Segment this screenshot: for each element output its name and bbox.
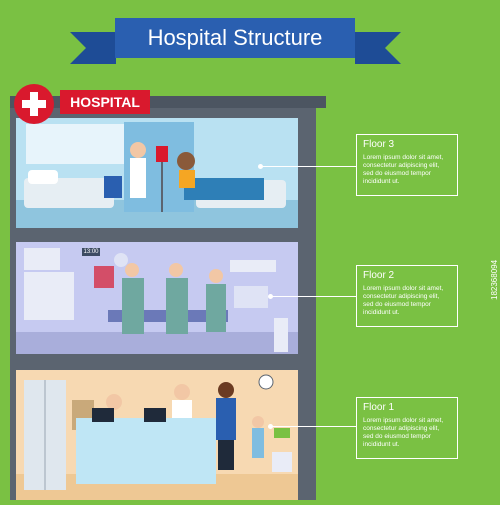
floor-1-info-box: Floor 1 Lorem ipsum dolor sit amet,conse… (356, 397, 458, 459)
page-title: Hospital Structure (147, 25, 323, 50)
floor-2-pointer-dot (268, 294, 273, 299)
nurse-body (130, 158, 146, 198)
floor-3-room (16, 118, 298, 228)
blood-bag (94, 266, 114, 288)
ward-scene (16, 122, 298, 228)
floor-2-room: 13:00 (16, 242, 298, 354)
banner-tail-left (70, 32, 116, 64)
wall-shelf (230, 260, 276, 272)
floor-1-title: Floor 1 (363, 402, 395, 413)
surgeon-body (166, 278, 188, 334)
iv-stand (161, 162, 163, 212)
surgeon-body (122, 278, 144, 334)
cabinet (24, 248, 60, 270)
banner-tail-right (355, 32, 401, 64)
operating-scene (16, 248, 298, 354)
reception-desk (76, 418, 216, 484)
nurse-body (206, 284, 226, 332)
title-banner: Hospital Structure (115, 18, 355, 58)
child-head (252, 416, 264, 428)
patient-head (177, 152, 195, 170)
plant-leaves (274, 428, 290, 438)
visitor-body (216, 398, 236, 440)
floor-2-pointer-line (272, 296, 356, 297)
surgical-lamp (114, 253, 128, 267)
floor-3-pointer-line (262, 166, 356, 167)
visitor-head (218, 382, 234, 398)
floor-1-description: Lorem ipsum dolor sit amet,consectetur a… (363, 417, 444, 448)
medicine-shelf (24, 272, 74, 320)
hospital-label-text: HOSPITAL (70, 94, 140, 110)
nurse-head (130, 142, 146, 158)
surgeon-head (125, 263, 139, 277)
reception-scene (16, 374, 298, 500)
patient-body (179, 170, 195, 188)
doctor-head (174, 384, 190, 400)
equipment-rack (274, 318, 288, 352)
floor-2-info-box: Floor 2 Lorem ipsum dolor sit amet,conse… (356, 265, 458, 327)
wall-clock (82, 248, 100, 256)
building-roof (10, 96, 326, 108)
medical-cross-icon (14, 84, 54, 124)
wall-clock (258, 374, 274, 390)
iv-bag (156, 146, 168, 162)
nurse-head (209, 269, 223, 283)
floor-3-title: Floor 3 (363, 139, 395, 150)
computer-monitor (92, 408, 114, 422)
surgeon-head (169, 263, 183, 277)
heart-monitor (234, 286, 268, 308)
bed (24, 178, 114, 208)
window (26, 124, 126, 164)
clock-readout: 13:00 (83, 249, 99, 255)
hospital-label: HOSPITAL (60, 90, 150, 114)
floor-2-description: Lorem ipsum dolor sit amet,consectetur a… (363, 285, 444, 316)
pillow (28, 170, 58, 184)
floor-1-pointer-dot (268, 424, 273, 429)
floor-3-pointer-dot (258, 164, 263, 169)
stock-id: 182368094 (490, 259, 499, 300)
visitor-legs (218, 440, 234, 470)
receptionist-head (106, 394, 122, 410)
floor-3-info-box: Floor 3 Lorem ipsum dolor sit amet,conse… (356, 134, 458, 196)
plant-pot (272, 452, 292, 472)
floor-ground (16, 332, 298, 354)
cross-horizontal (22, 100, 46, 108)
floor-1-room (16, 370, 298, 500)
blanket (184, 178, 264, 200)
clipboard (104, 176, 122, 198)
floor-1-pointer-line (272, 426, 356, 427)
computer-monitor (144, 408, 166, 422)
floor-3-description: Lorem ipsum dolor sit amet,consectetur a… (363, 154, 444, 185)
child-body (252, 428, 264, 458)
floor-2-title: Floor 2 (363, 270, 395, 281)
